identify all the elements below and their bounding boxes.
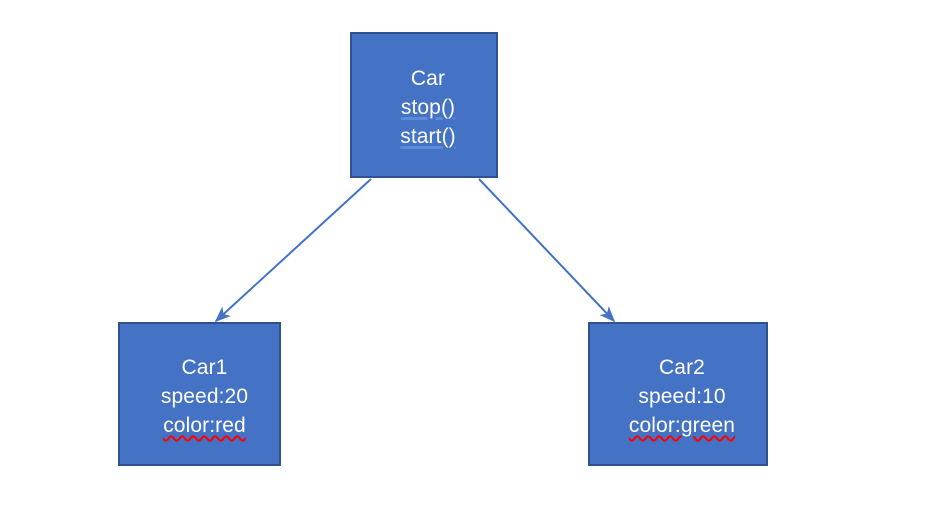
class-node-car2-attr-color: color:green xyxy=(628,414,736,437)
class-node-car1-name: Car1 xyxy=(181,356,228,379)
class-node-car-method-stop: stop() xyxy=(400,96,456,119)
class-node-car2-attr-speed: speed:10 xyxy=(638,385,726,408)
class-node-car1[interactable]: Car1 speed:20 color:red xyxy=(118,322,281,466)
class-node-car2[interactable]: Car2 speed:10 color:green xyxy=(588,322,768,466)
connector-car-to-car1 xyxy=(214,178,372,323)
class-node-car-method-start: start() xyxy=(400,125,456,148)
class-node-car2-name: Car2 xyxy=(659,356,705,379)
class-node-car1-attr-speed: speed:20 xyxy=(160,385,249,408)
class-node-car1-attr-color: color:red xyxy=(163,414,246,437)
connector-car-to-car2 xyxy=(478,178,616,323)
class-node-car[interactable]: Car stop() start() xyxy=(350,32,498,178)
class-node-car-name: Car xyxy=(410,67,446,90)
